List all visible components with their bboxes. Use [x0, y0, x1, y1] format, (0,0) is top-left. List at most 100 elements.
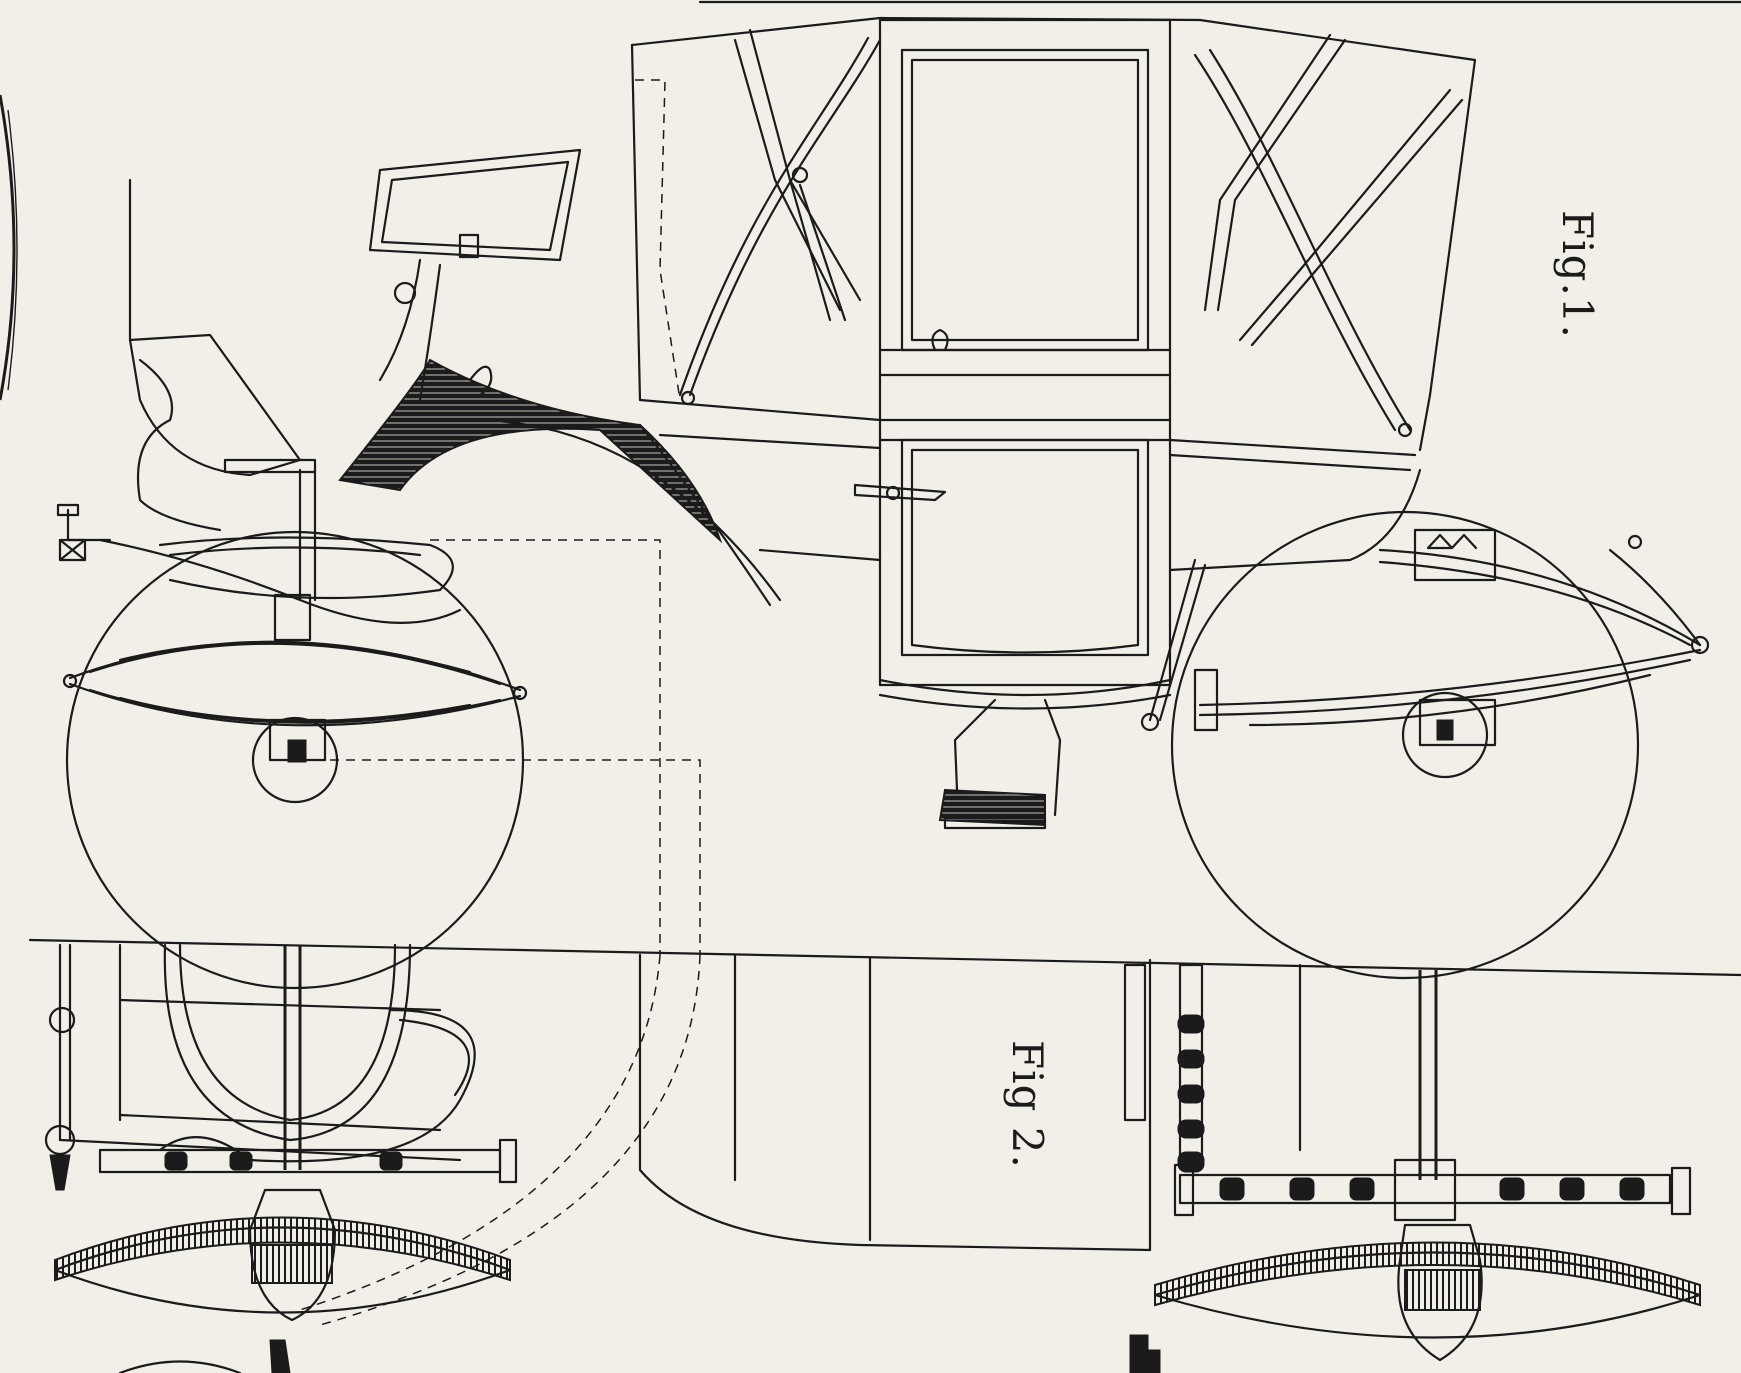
front-spring-clip-upper — [273, 593, 312, 642]
dashboard-hook — [468, 365, 493, 397]
rear-wheel-hub — [1401, 691, 1489, 779]
plan-roller-3 — [1177, 1084, 1205, 1104]
lower-plate-arc-fragment — [118, 1360, 242, 1373]
rear-spring-lower-1 — [1198, 648, 1702, 707]
plate-border-arc-inner — [7, 109, 18, 391]
hood-brace-left-a — [748, 28, 862, 302]
hood-joint-left — [791, 166, 809, 184]
driver-seat-scroll — [136, 358, 222, 532]
plan-strap-left — [1123, 963, 1147, 1122]
door-lower-panel-inner — [910, 448, 1140, 654]
plan-rear-axle-end-left — [1173, 1163, 1195, 1217]
seat-support — [298, 468, 317, 602]
dashboard-panel-inner — [380, 160, 570, 252]
rear-spring-eye-top — [1627, 534, 1643, 550]
front-boot-swept-line — [468, 418, 782, 602]
door-window-outer — [900, 48, 1150, 352]
front-spring-upper-1 — [68, 640, 522, 692]
rear-spring-upper-1 — [1378, 548, 1702, 647]
dashboard-clamp — [458, 233, 480, 259]
rear-shackle-arm — [1148, 558, 1207, 722]
plan-rear-wheel-tread — [1154, 1241, 1701, 1307]
plan-dash-arc-2 — [319, 954, 701, 1326]
plan-rear-hub-ribs — [1404, 1269, 1481, 1311]
rear-shackle-link — [1193, 668, 1219, 732]
rear-shackle-eye — [1140, 712, 1160, 732]
plan-front-fifth-wheel-inner — [178, 943, 397, 1122]
front-spring-eye-right — [512, 685, 528, 701]
front-step-top — [56, 503, 80, 517]
rear-spring-upper-3 — [1608, 548, 1702, 647]
plan-front-pole-tip — [49, 1154, 71, 1191]
hood-brace-right-e — [1238, 88, 1452, 342]
plan-front-hound-4 — [118, 1113, 442, 1132]
seat-footboard — [223, 458, 317, 474]
front-perch — [98, 538, 462, 624]
hood-outline — [630, 16, 1477, 452]
step-tread — [938, 788, 1046, 827]
dashboard-stay — [378, 258, 442, 402]
plan-front-axle-collar-1 — [164, 1151, 188, 1171]
dashboard-panel — [368, 148, 582, 262]
rear-spring-lower-2 — [1198, 658, 1692, 717]
hood-pivot-left — [680, 390, 696, 406]
plan-rear-axle-collar-1 — [1219, 1177, 1245, 1201]
hood-brace-right-a — [1203, 33, 1332, 312]
front-spring-lower-1 — [68, 682, 522, 727]
door-handle-pivot — [885, 485, 901, 501]
plan-front-wheel-tread — [54, 1216, 511, 1282]
rear-spring-clip-upper — [1413, 528, 1497, 582]
hood-strut-left — [788, 178, 847, 322]
body-underside — [878, 678, 1172, 697]
body-bottom-curve — [758, 468, 1422, 572]
plan-body-outline — [638, 953, 1152, 1252]
plate-border-arc — [0, 94, 16, 401]
plan-front-swept-bar — [158, 1008, 476, 1163]
plan-rear-hub — [1397, 1223, 1483, 1362]
hood-brace-right-c — [1208, 48, 1412, 432]
plan-roller-1 — [1177, 1014, 1205, 1034]
construction-dash-2 — [330, 759, 701, 955]
plan-roller-2 — [1177, 1049, 1205, 1069]
plan-rear-axle-collar-6 — [1619, 1177, 1645, 1201]
front-step-bracket — [58, 538, 87, 562]
driver-seat-frame — [128, 333, 302, 477]
figure-2-carriage-plan — [44, 943, 1702, 1373]
plan-dash-arc-1 — [299, 954, 661, 1311]
door-handle — [853, 483, 947, 502]
hood-bottom-edge — [630, 43, 642, 402]
hood-brace-left-c — [688, 38, 882, 397]
plan-roller-4 — [1177, 1119, 1205, 1139]
front-spring-upper-3 — [118, 641, 472, 674]
construction-dash-1 — [430, 539, 661, 955]
step-base — [943, 816, 1047, 830]
front-step-bracket-x — [58, 538, 87, 562]
hood-brace-right-b — [1216, 38, 1347, 312]
plan-front-swept-bar-2 — [398, 1018, 471, 1097]
figure-1-carriage-elevation — [56, 16, 1710, 990]
door-window-inner — [910, 58, 1140, 342]
plan-rear-axle-collar-2 — [1289, 1177, 1315, 1201]
door-frame-outer — [878, 18, 1172, 687]
front-spring-eye-left — [62, 673, 78, 689]
door-latch — [931, 328, 949, 352]
hood-brace-left-d — [678, 36, 870, 397]
plan-roller-5 — [1177, 1151, 1205, 1173]
plan-front-fifth-wheel — [163, 943, 412, 1142]
plan-rear-axle-collar-3 — [1349, 1177, 1375, 1201]
rear-axle-block — [1436, 719, 1454, 741]
fig-1-label: Fig.1. — [1553, 210, 1602, 339]
lower-plate-fragment-left — [269, 1339, 291, 1373]
rear-spring-upper-2 — [1378, 560, 1692, 647]
plan-front-axle-collar-2 — [229, 1151, 253, 1171]
hood-brace-left-b — [733, 38, 842, 312]
rear-spring-clip-mark — [1426, 533, 1478, 550]
plan-front-hub-ribs — [251, 1244, 333, 1284]
plan-rear-axle — [1178, 1173, 1672, 1205]
front-axle-block — [287, 739, 307, 763]
rear-spring-lower-3 — [1248, 673, 1652, 727]
dashboard-stay-joint — [393, 281, 417, 305]
plan-front-hound-3 — [118, 998, 442, 1012]
